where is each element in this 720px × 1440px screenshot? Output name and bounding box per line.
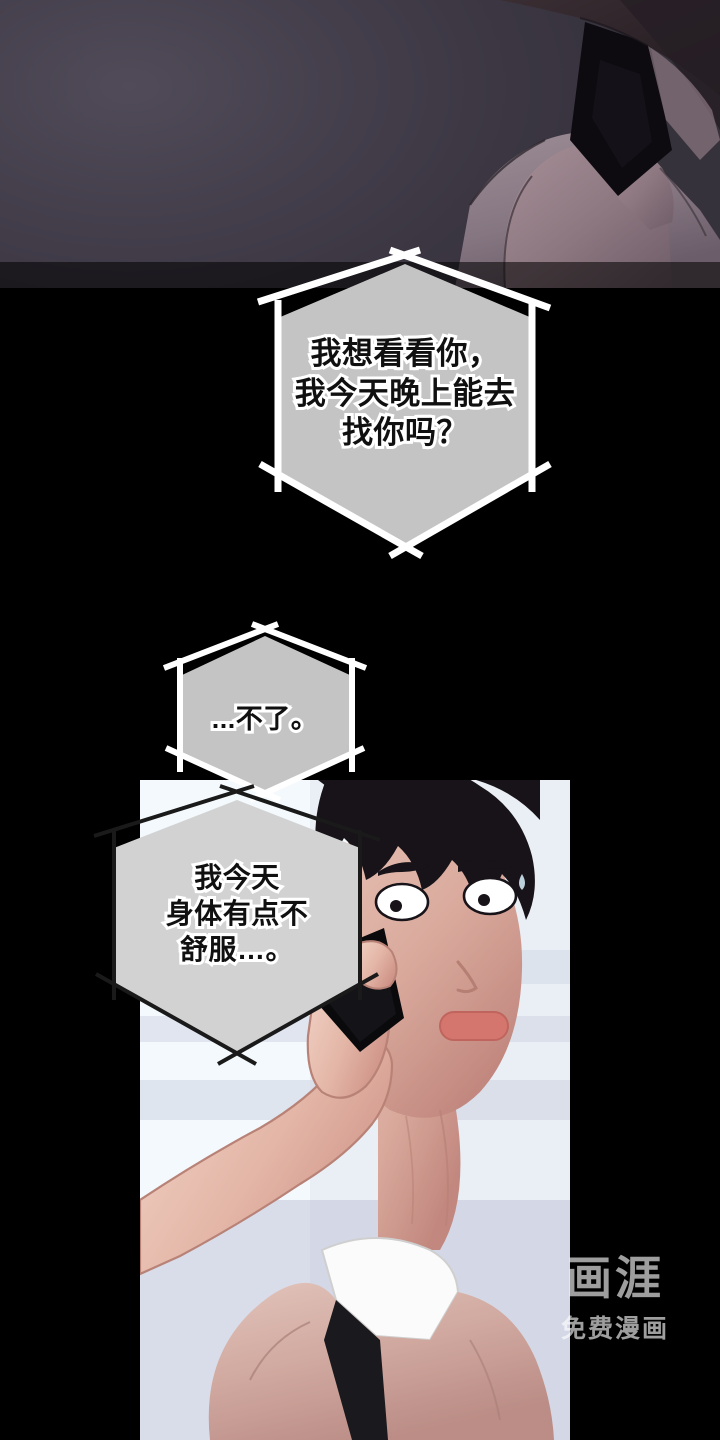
fold-line-a [249,1321,311,1381]
contour-line-c [659,167,707,237]
hair-top [318,780,540,820]
contour-line-a [469,139,546,206]
neck-line-2 [405,1115,415,1225]
pupil-right [478,894,490,906]
sweat-drop [519,874,525,890]
fold-line-b [469,1339,501,1421]
bubble-1-text: 我想看看你， 我今天晚上能去 找你吗？ [292,333,518,453]
top-panel [0,0,720,288]
bubble-3-fill [114,800,360,1054]
neck-line [439,1109,449,1227]
eyebrow-right [458,859,512,872]
neck-shape [648,46,720,160]
mouth-shape [439,1011,509,1041]
eye-right [462,876,518,916]
bubble-3-border [93,784,381,1066]
nose-shape [456,960,478,994]
speech-bubble-1: 我想看看你， 我今天晚上能去 找你吗？ [250,238,560,560]
top-panel-artwork [0,0,720,288]
speech-bubble-3: 我今天 身体有点不 舒服…。 [92,782,382,1067]
speech-bubble-2: ...不了。 [160,620,370,803]
thumb-shape [350,940,398,990]
eyebrow-left [378,862,430,876]
bubble-3-shape [93,784,381,1066]
contour-line-d [579,17,649,47]
bubble-2-text: ...不了。 [209,701,321,737]
bag-strap [324,1300,388,1440]
hair-shadow [620,0,720,130]
bubble-2-border [162,621,368,803]
bubble-1-shape [256,246,552,560]
bubble-2-fill [180,636,352,792]
bubble-3-text: 我今天 身体有点不 舒服…。 [163,859,311,968]
phone-screen [592,60,652,168]
tshirt-collar [320,1237,460,1342]
bubble-1-fill [278,264,532,546]
forearm-shape [140,1036,394,1276]
eye-left [374,882,430,922]
bubble-1-border [256,246,552,560]
bubble-2-shape [162,621,368,803]
pupil-left [390,900,402,912]
